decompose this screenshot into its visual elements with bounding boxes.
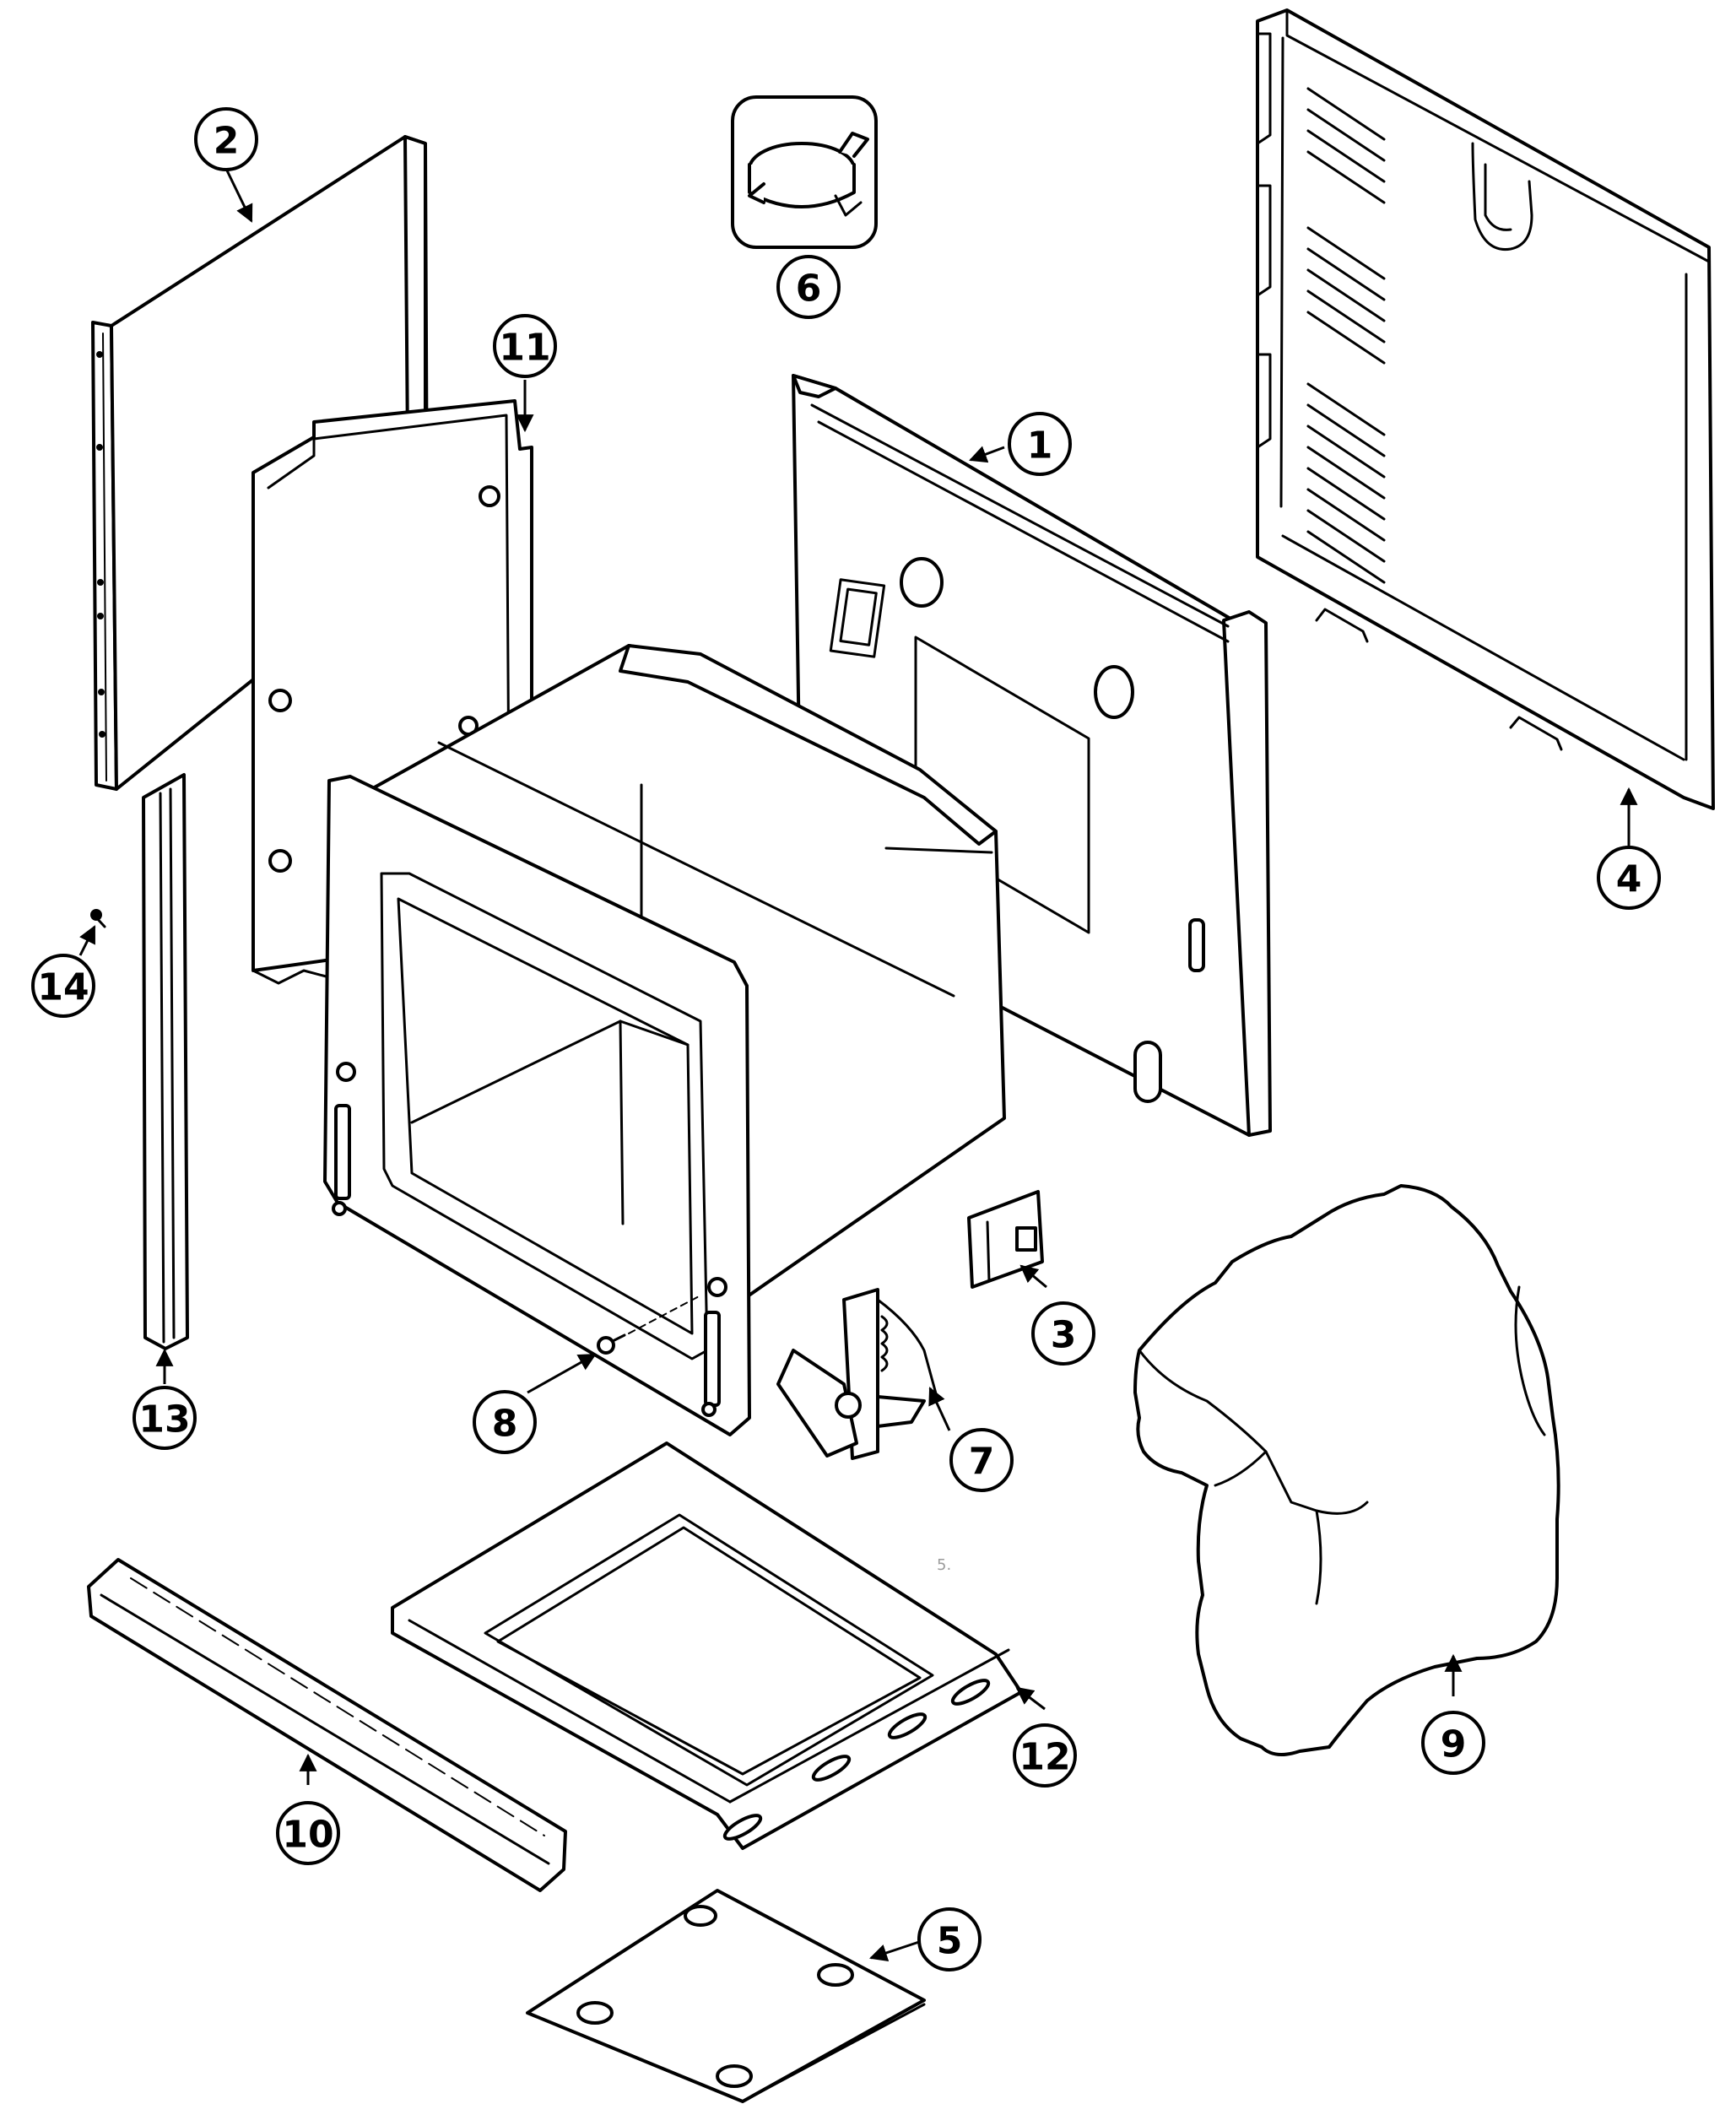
callout-label-1: 1 [1027,425,1053,468]
trim-rail-part-10 [89,1560,565,1890]
back-panel-part-4 [1257,10,1713,809]
vent-slots [1308,89,1384,582]
thermostat-part-6 [733,97,876,247]
callout-3: 3 [1033,1303,1094,1364]
callout-label-6: 6 [796,268,822,311]
screw-part-8 [598,1295,700,1353]
callout-label-9: 9 [1441,1723,1467,1766]
cover-plate-part-5 [527,1890,924,2101]
callout-7: 7 [951,1430,1012,1490]
callout-label-13: 13 [138,1398,190,1441]
callout-label-2: 2 [214,120,240,163]
callout-6: 6 [778,257,839,317]
bottom-tray-part-12 [392,1443,1021,1848]
hinge-part-7 [778,1290,937,1458]
callout-11: 11 [495,316,555,376]
callout-8: 8 [474,1392,535,1452]
callout-label-4: 4 [1616,858,1642,901]
callout-label-10: 10 [282,1814,333,1857]
callout-9: 9 [1423,1712,1484,1773]
callout-12: 12 [1014,1725,1075,1786]
callout-4: 4 [1598,847,1659,908]
trim-strip-part-13 [143,775,187,1349]
callout-1: 1 [1009,414,1070,474]
oven-cavity [325,646,1004,1435]
callout-14: 14 [33,955,94,1016]
callout-label-8: 8 [492,1403,518,1446]
callout-label-3: 3 [1051,1314,1077,1357]
callout-10: 10 [278,1803,338,1863]
callout-label-14: 14 [37,966,89,1009]
callout-label-5: 5 [937,1920,963,1963]
leader-lines [80,169,1638,1961]
callout-13: 13 [134,1387,195,1448]
insulation-part-9 [1135,1186,1559,1755]
callout-2: 2 [196,109,257,170]
bracket-part-3 [969,1192,1042,1287]
callout-label-7: 7 [969,1441,995,1484]
callout-label-12: 12 [1019,1736,1070,1779]
screw-part-14 [91,910,105,927]
stray-mark: 5. [937,1556,951,1574]
callout-label-11: 11 [499,327,550,370]
callout-5: 5 [919,1909,980,1970]
